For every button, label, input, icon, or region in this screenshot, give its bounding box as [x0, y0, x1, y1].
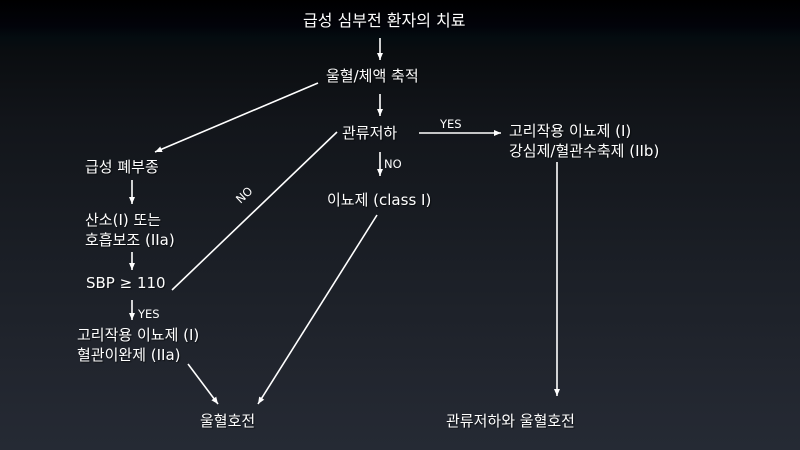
oxygen-line2: 호흡보조 (IIa) — [85, 231, 175, 249]
oxygen-line1: 산소(I) 또는 — [85, 211, 162, 229]
node-diuretic: 이뇨제 (class I) — [327, 191, 432, 209]
node-congestion: 울혈/체액 축적 — [326, 67, 419, 85]
right-tx-line1: 고리작용 이뇨제 (I) — [509, 122, 632, 140]
line-sbp-no — [171, 131, 338, 291]
node-hypoperfusion: 관류저하 — [342, 124, 398, 142]
edge-label-sbp-yes: YES — [138, 307, 160, 321]
node-right-treatment: 고리작용 이뇨제 (I) 강심제/혈관수축제 (IIb) — [509, 121, 659, 161]
node-oxygen: 산소(I) 또는 호흡보조 (IIa) — [85, 210, 175, 250]
left-tx-line1: 고리작용 이뇨제 (I) — [77, 326, 200, 344]
arrow-lefttx-to-improved — [187, 363, 219, 405]
right-tx-line2: 강심제/혈관수축제 (IIb) — [509, 142, 660, 160]
node-both-improved: 관류저하와 울혈호전 — [446, 412, 575, 430]
node-pulmonary-edema: 급성 폐부종 — [85, 158, 159, 176]
node-sbp: SBP ≥ 110 — [86, 274, 166, 292]
edge-label-hypoperfusion-yes: YES — [440, 117, 462, 131]
node-left-treatment: 고리작용 이뇨제 (I) 혈관이완제 (IIa) — [77, 325, 199, 365]
edge-label-hypoperfusion-no: NO — [384, 157, 402, 171]
arrow-diuretic-to-improved — [257, 214, 378, 405]
arrow-congestion-to-edema — [154, 82, 319, 153]
left-tx-line2: 혈관이완제 (IIa) — [77, 346, 181, 364]
diagram-title: 급성 심부전 환자의 치료 — [303, 11, 466, 30]
node-congestion-improved: 울혈호전 — [200, 412, 256, 430]
